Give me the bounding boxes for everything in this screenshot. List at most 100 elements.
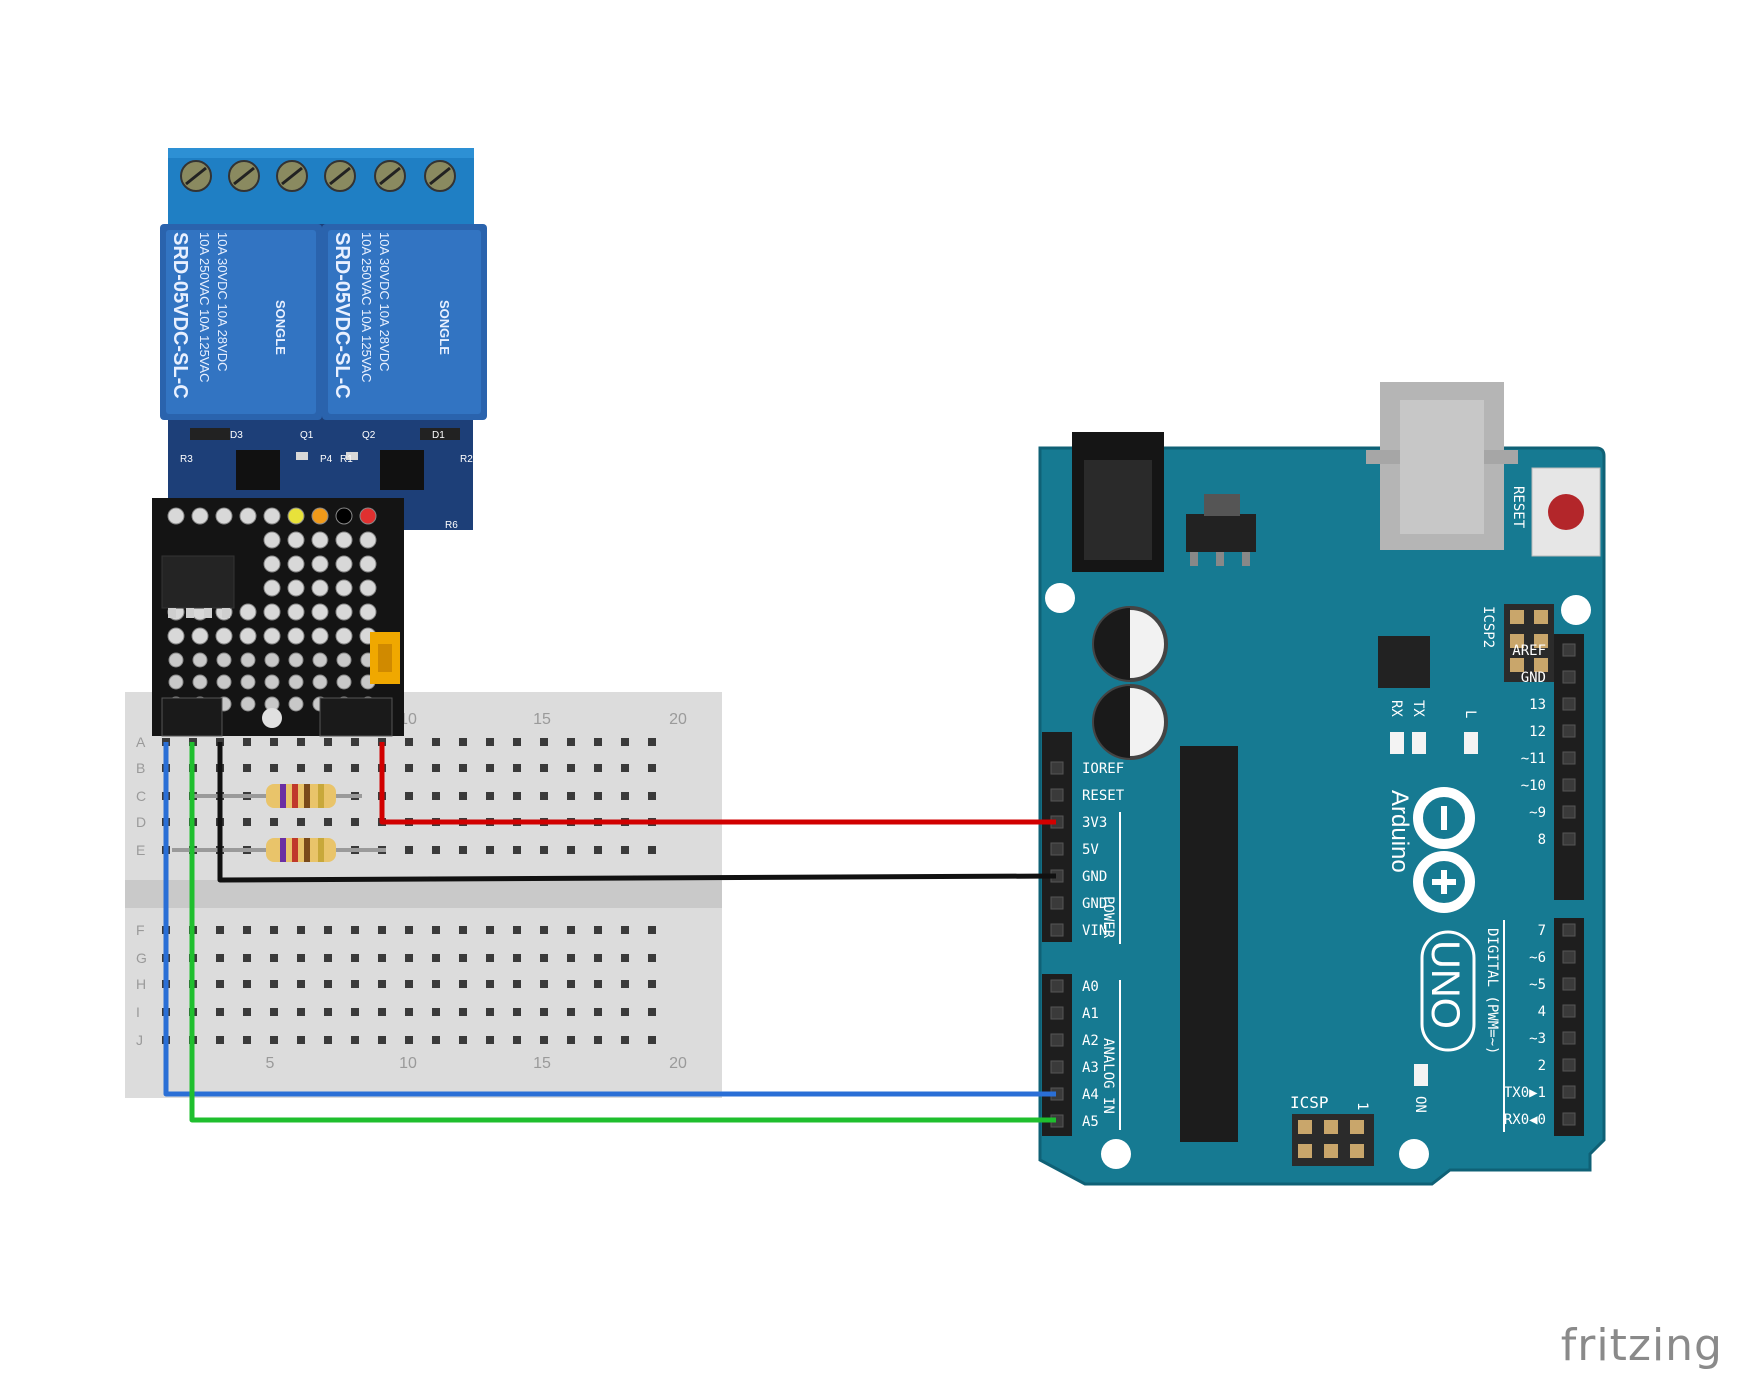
breadboard-hole[interactable] [351, 738, 359, 746]
header-pin[interactable] [1562, 1058, 1576, 1072]
header-pin[interactable] [1562, 950, 1576, 964]
breadboard-hole[interactable] [378, 1036, 386, 1044]
breadboard-hole[interactable] [540, 926, 548, 934]
breadboard-hole[interactable] [567, 1008, 575, 1016]
breadboard-hole[interactable] [270, 764, 278, 772]
header-pin[interactable] [1562, 1112, 1576, 1126]
breadboard-hole[interactable] [324, 1036, 332, 1044]
breadboard-hole[interactable] [378, 926, 386, 934]
breadboard-hole[interactable] [621, 764, 629, 772]
breadboard-hole[interactable] [432, 764, 440, 772]
breadboard-hole[interactable] [594, 980, 602, 988]
breadboard-hole[interactable] [513, 738, 521, 746]
breadboard-hole[interactable] [216, 954, 224, 962]
breadboard-hole[interactable] [378, 1008, 386, 1016]
header-pin[interactable] [1050, 896, 1064, 910]
breadboard-hole[interactable] [324, 1008, 332, 1016]
breadboard-hole[interactable] [432, 1036, 440, 1044]
breadboard-hole[interactable] [594, 954, 602, 962]
breadboard-hole[interactable] [243, 980, 251, 988]
header-pin[interactable] [1562, 697, 1576, 711]
breadboard-hole[interactable] [594, 792, 602, 800]
breadboard-hole[interactable] [324, 764, 332, 772]
breadboard-hole[interactable] [648, 738, 656, 746]
breadboard-hole[interactable] [216, 1036, 224, 1044]
breadboard-hole[interactable] [351, 926, 359, 934]
breadboard-hole[interactable] [486, 954, 494, 962]
breadboard-hole[interactable] [594, 926, 602, 934]
breadboard-hole[interactable] [432, 738, 440, 746]
breadboard-hole[interactable] [459, 764, 467, 772]
breadboard-hole[interactable] [621, 926, 629, 934]
breadboard-hole[interactable] [594, 1036, 602, 1044]
header-pin[interactable] [1050, 923, 1064, 937]
breadboard-hole[interactable] [405, 1036, 413, 1044]
breadboard-hole[interactable] [297, 818, 305, 826]
breadboard-hole[interactable] [405, 954, 413, 962]
breadboard-hole[interactable] [270, 818, 278, 826]
breadboard-hole[interactable] [324, 738, 332, 746]
breadboard-hole[interactable] [540, 764, 548, 772]
breadboard-hole[interactable] [540, 792, 548, 800]
breadboard-hole[interactable] [540, 846, 548, 854]
breadboard-hole[interactable] [486, 1036, 494, 1044]
header-pin[interactable] [1562, 1004, 1576, 1018]
breadboard-hole[interactable] [405, 738, 413, 746]
breadboard-hole[interactable] [297, 738, 305, 746]
header-pin[interactable] [1050, 788, 1064, 802]
header-pin[interactable] [1562, 805, 1576, 819]
breadboard-hole[interactable] [540, 980, 548, 988]
header-pin[interactable] [1562, 751, 1576, 765]
breadboard-hole[interactable] [405, 846, 413, 854]
breadboard-hole[interactable] [594, 1008, 602, 1016]
breadboard-hole[interactable] [297, 1008, 305, 1016]
breadboard-hole[interactable] [324, 954, 332, 962]
breadboard-hole[interactable] [648, 1036, 656, 1044]
breadboard-hole[interactable] [621, 954, 629, 962]
breadboard-hole[interactable] [540, 738, 548, 746]
breadboard-hole[interactable] [513, 1036, 521, 1044]
breadboard-hole[interactable] [486, 792, 494, 800]
header-pin[interactable] [1562, 1085, 1576, 1099]
header-pin[interactable] [1562, 778, 1576, 792]
breadboard-hole[interactable] [567, 1036, 575, 1044]
breadboard-hole[interactable] [324, 818, 332, 826]
breadboard-hole[interactable] [648, 954, 656, 962]
header-pin[interactable] [1562, 1031, 1576, 1045]
breadboard-hole[interactable] [243, 954, 251, 962]
breadboard-hole[interactable] [459, 1036, 467, 1044]
breadboard-hole[interactable] [351, 1036, 359, 1044]
breadboard-hole[interactable] [594, 764, 602, 772]
breadboard-hole[interactable] [513, 980, 521, 988]
breadboard-hole[interactable] [567, 926, 575, 934]
breadboard-hole[interactable] [378, 954, 386, 962]
header-pin[interactable] [1050, 1060, 1064, 1074]
breadboard-hole[interactable] [432, 1008, 440, 1016]
breadboard-hole[interactable] [648, 926, 656, 934]
breadboard-hole[interactable] [459, 738, 467, 746]
breadboard-hole[interactable] [270, 1036, 278, 1044]
breadboard-hole[interactable] [405, 764, 413, 772]
breadboard-hole[interactable] [243, 1008, 251, 1016]
breadboard-hole[interactable] [216, 1008, 224, 1016]
breadboard-hole[interactable] [567, 954, 575, 962]
breadboard-hole[interactable] [243, 1036, 251, 1044]
breadboard-hole[interactable] [432, 954, 440, 962]
breadboard-hole[interactable] [405, 926, 413, 934]
breadboard-hole[interactable] [594, 738, 602, 746]
breadboard-hole[interactable] [297, 1036, 305, 1044]
breadboard-hole[interactable] [567, 846, 575, 854]
breadboard-hole[interactable] [513, 1008, 521, 1016]
breadboard-hole[interactable] [216, 926, 224, 934]
breadboard-hole[interactable] [351, 1008, 359, 1016]
breadboard-hole[interactable] [594, 846, 602, 854]
breadboard-hole[interactable] [648, 980, 656, 988]
breadboard-hole[interactable] [648, 846, 656, 854]
header-pin[interactable] [1050, 1033, 1064, 1047]
breadboard-hole[interactable] [243, 926, 251, 934]
breadboard-hole[interactable] [459, 846, 467, 854]
header-pin[interactable] [1050, 979, 1064, 993]
breadboard-hole[interactable] [459, 954, 467, 962]
breadboard-hole[interactable] [459, 792, 467, 800]
breadboard-hole[interactable] [405, 1008, 413, 1016]
